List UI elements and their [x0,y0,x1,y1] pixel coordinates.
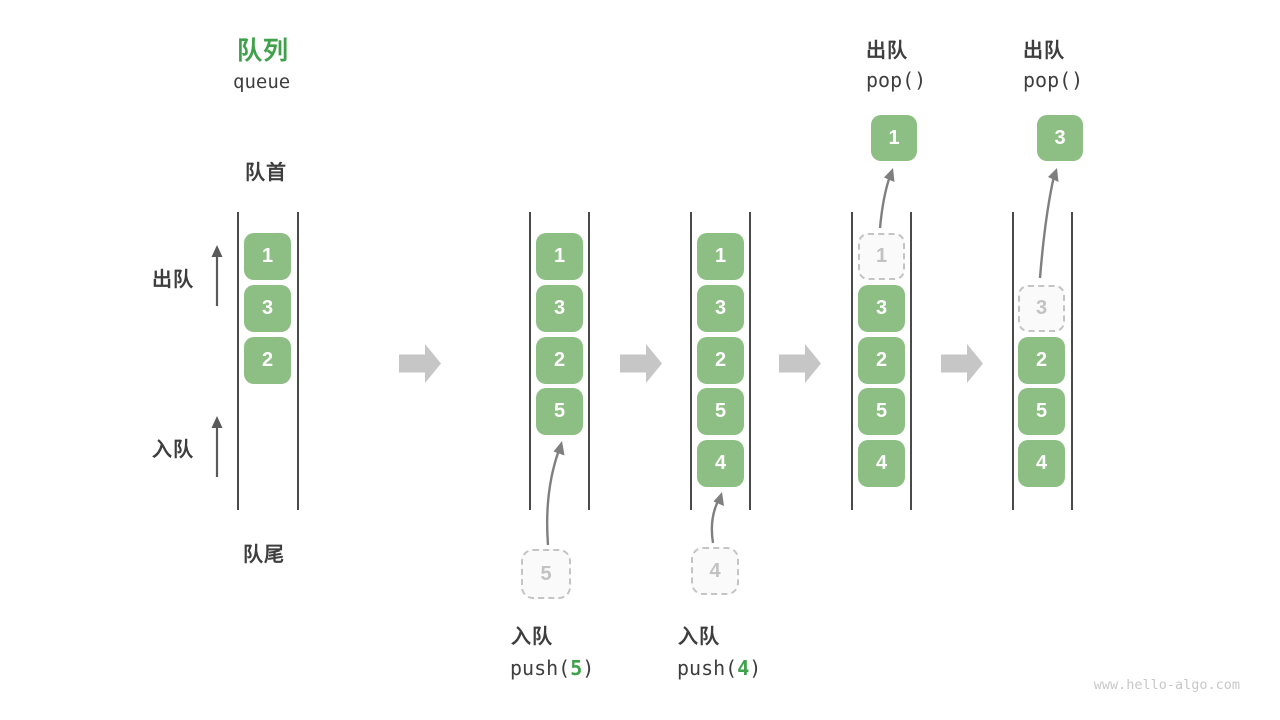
flow-arrow-1 [399,344,441,383]
queue-item: 4 [1018,440,1065,487]
queue-item: 1 [244,233,291,280]
queue-wall [588,212,590,510]
flow-arrow-2 [620,344,662,383]
dequeue-side-label: 出队 [152,269,194,291]
queue-item: 2 [697,337,744,384]
push4-label: 入队 [678,626,720,648]
queue-item: 5 [858,388,905,435]
pop3-label: 出队 [1023,40,1065,62]
queue-wall [851,212,853,510]
queue-wall [690,212,692,510]
popped-slot-ghost: 1 [858,233,905,280]
queue-item: 3 [697,285,744,332]
rear-label: 队尾 [243,544,285,566]
queue-item: 2 [858,337,905,384]
flow-arrow-4 [941,344,983,383]
staged-item: 5 [521,549,571,599]
queue-item: 3 [244,285,291,332]
queue-wall [910,212,912,510]
queue-wall [1071,212,1073,510]
queue-item: 3 [858,285,905,332]
queue-wall [1012,212,1014,510]
enqueue-side-label: 入队 [152,439,194,461]
queue-item: 2 [244,337,291,384]
queue-wall [237,212,239,510]
dequeue-direction-arrow [211,245,223,306]
queue-item: 4 [697,440,744,487]
push5-arg: 5 [570,656,583,680]
pop1-arrow [878,168,895,229]
push5-label: 入队 [511,626,553,648]
push4-arg: 4 [737,656,750,680]
pop1-code: pop() [866,68,927,92]
popped-item: 1 [871,115,917,161]
queue-wall [297,212,299,510]
push5-code: push(5) [510,656,595,680]
queue-wall [749,212,751,510]
queue-item: 2 [536,337,583,384]
queue-item: 1 [536,233,583,280]
flow-arrow-3 [779,344,821,383]
pop3-arrow [1038,168,1059,279]
page-title: 队列 [237,37,290,65]
queue-item: 4 [858,440,905,487]
popped-item: 3 [1037,115,1083,161]
queue-item: 5 [697,388,744,435]
queue-item: 1 [697,233,744,280]
push4-code: push(4) [677,656,762,680]
watermark: www.hello-algo.com [1093,677,1240,693]
queue-wall [529,212,531,510]
pop3-code: pop() [1023,68,1084,92]
pop1-label: 出队 [866,40,908,62]
push5-arrow [545,441,565,546]
staged-item: 4 [691,547,739,595]
popped-slot-ghost: 3 [1018,285,1065,332]
queue-item: 5 [1018,388,1065,435]
queue-item: 2 [1018,337,1065,384]
queue-item: 5 [536,388,583,435]
push4-arrow [710,492,724,544]
page-subtitle: queue [233,71,291,93]
front-label: 队首 [245,162,287,184]
enqueue-direction-arrow [211,416,223,477]
queue-item: 3 [536,285,583,332]
